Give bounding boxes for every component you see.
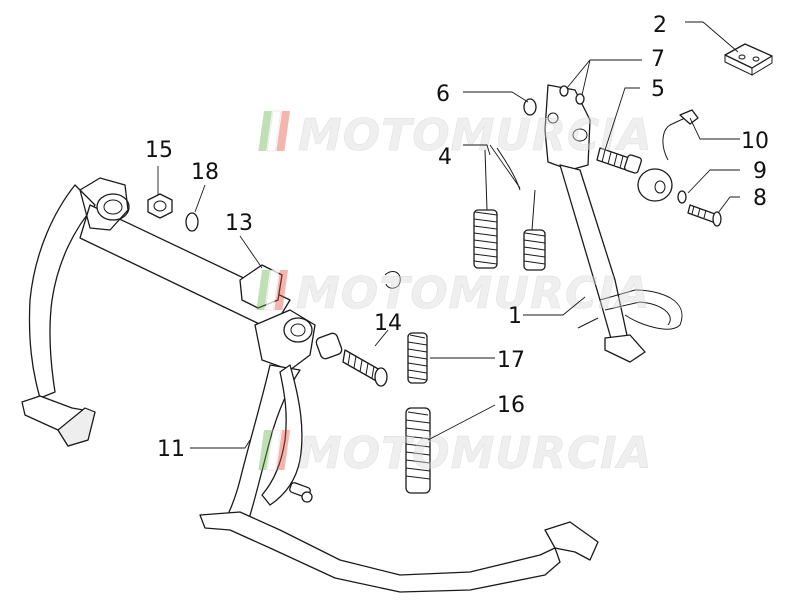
pivot-bolt-part <box>596 147 642 174</box>
washer-6-part <box>523 98 537 116</box>
callout-labels: 2 7 5 6 4 10 9 8 15 18 13 1 14 17 16 11 <box>145 13 769 462</box>
watermark-middle: MOTOMURCIA <box>255 268 651 319</box>
watermark-bottom: MOTOMURCIA <box>257 428 653 479</box>
callout-5: 5 <box>651 77 665 102</box>
screw-8-part <box>687 204 722 227</box>
callout-15: 15 <box>145 138 173 163</box>
clip-part <box>384 271 401 289</box>
bolt-part <box>315 332 388 387</box>
nut-part <box>147 193 173 219</box>
side-stand-part <box>544 84 683 363</box>
callout-4: 4 <box>438 145 452 170</box>
watermark-text: MOTOMURCIA <box>296 268 651 319</box>
spring-17-part <box>407 332 428 384</box>
callout-7: 7 <box>651 47 665 72</box>
callout-2: 2 <box>653 13 667 38</box>
leader-lines <box>157 21 740 449</box>
washer-9-part <box>677 190 687 204</box>
center-stand-part <box>21 177 599 593</box>
springs-4-part <box>473 147 546 271</box>
washers-7-part <box>559 85 585 105</box>
callout-1: 1 <box>508 304 522 329</box>
watermark-text: MOTOMURCIA <box>298 110 653 161</box>
callout-8: 8 <box>753 186 767 211</box>
spring-16-part <box>405 407 431 494</box>
callout-16: 16 <box>497 393 525 418</box>
callout-9: 9 <box>753 159 767 184</box>
callout-18: 18 <box>191 160 219 185</box>
callout-11: 11 <box>157 437 185 462</box>
switch-sensor-part <box>637 109 699 202</box>
watermark-text: MOTOMURCIA <box>298 428 653 479</box>
callout-10: 10 <box>741 129 769 154</box>
callout-6: 6 <box>436 82 450 107</box>
callout-13: 13 <box>225 211 253 236</box>
callout-14: 14 <box>374 311 402 336</box>
callout-17: 17 <box>497 348 525 373</box>
watermark-top: MOTOMURCIA <box>257 110 653 161</box>
washer-part <box>185 212 199 232</box>
plate-2-part <box>724 43 773 76</box>
